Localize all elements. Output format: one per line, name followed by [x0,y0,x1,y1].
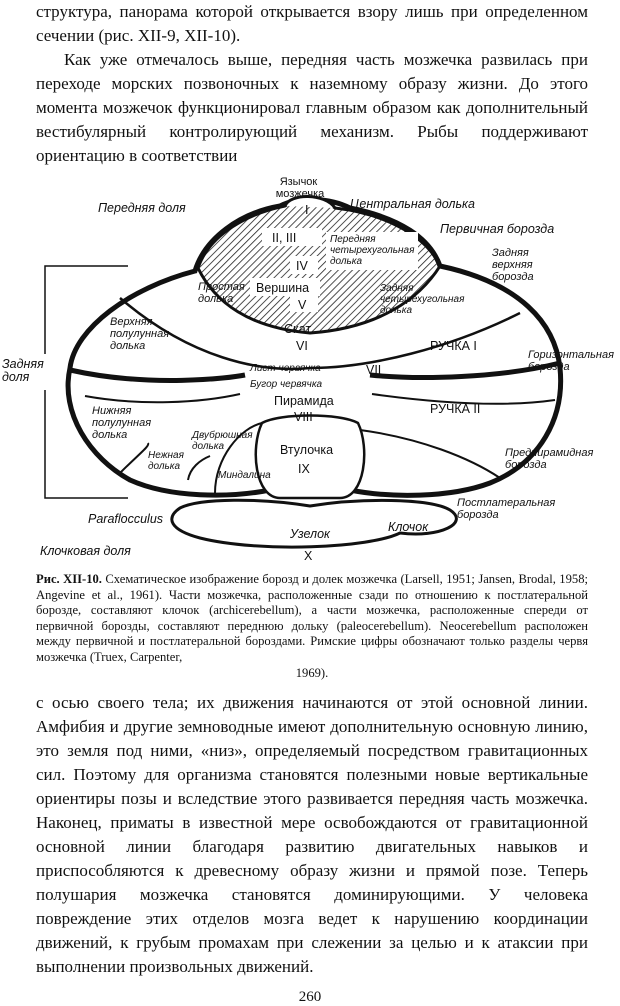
label-roman-X: X [304,549,313,563]
label-verkhnyaya-polulunnaya: Верхняя полулунная долька [110,316,172,352]
label-postlateralnaya: Постлатеральная борозда [457,497,558,521]
label-list: Лист червячка [249,363,321,374]
label-zadnyaya-dolya: Задняя доля [2,357,47,384]
label-prostaya: Простая долька [198,281,248,305]
label-roman-IV: IV [296,259,308,273]
label-dvubryushnaya: Двубрюшная долька [191,429,255,452]
cerebellum-outline [65,196,564,498]
label-klochok: Клочок [388,520,429,534]
label-gorizontalnaya: Горизонтальная борозда [528,349,617,373]
label-nezhnaya: Нежная долька [148,450,187,472]
label-roman-I: I [305,203,308,217]
label-roman-V: V [298,298,307,312]
label-skat: Скат [284,322,311,336]
uvula [254,414,366,500]
label-uzelok: Узелок [289,527,331,541]
label-perednyaya-dolya: Передняя доля [98,201,186,215]
label-piramida: Пирамида [274,394,334,408]
paragraph: Как уже отмечалось выше, передняя часть … [36,50,588,165]
caption-label: Рис. XII-10. [36,572,102,586]
bottom-text: с осью своего тела; их движения начинают… [36,691,588,979]
cerebellum-diagram: Язычок мозжечка Передняя доля Центральна… [2,176,617,563]
label-mindalina: Миндалина [218,470,271,481]
label-ruchka-2: РУЧКА II [430,402,480,416]
label-ruchka-1: РУЧКА I [430,339,477,353]
caption-end: 1969). [295,665,329,680]
figure-caption: Рис. XII-10. Схематическое изображение б… [36,572,588,681]
top-text: структура, панорама которой открывается … [36,0,588,168]
label-vtulochka: Втулочка [280,443,333,457]
label-paraflocculus: Paraflocculus [88,512,163,526]
caption-text: Схематическое изображение борозд и долек… [36,572,588,664]
label-nizhnyaya-polulunnaya: Нижняя полулунная долька [92,405,154,441]
label-predpiramidnaya: Предпирамидная борозда [505,447,596,471]
label-roman-IX: IX [298,462,310,476]
label-vershina: Вершина [256,281,309,295]
flocculonodular-lobe [170,498,458,549]
label-bugor: Бугор червячка [250,379,323,390]
page-number: 260 [298,989,322,1006]
label-zadnyaya-verkhnyaya: Задняя верхняя борозда [492,247,536,283]
label-roman-II-III: II, III [272,231,296,245]
label-centralnaya: Центральная долька [350,197,475,211]
label-klochkovaya: Клочковая доля [40,544,131,558]
label-perednyaya-chetyr: Передняя четырехугольная долька [330,234,417,267]
label-pervichnaya: Первичная борозда [440,222,554,236]
label-yazychok: Язычок мозжечка [276,176,325,200]
paragraph: структура, панорама которой открывается … [36,2,588,45]
paragraph: с осью своего тела; их движения начинают… [36,693,588,977]
label-roman-VI: VI [296,339,308,353]
label-zadnyaya-chetyr: Задняя четырехугольная долька [380,283,467,316]
label-roman-VII: VII [366,363,381,377]
label-roman-VIII: VIII [294,410,313,424]
